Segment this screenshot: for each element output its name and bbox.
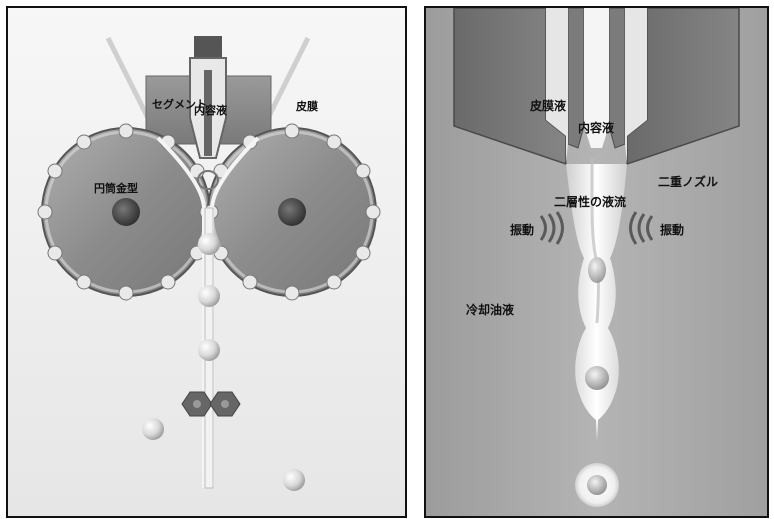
nozzle-cap: [194, 36, 222, 58]
label-cooling-oil: 冷却油液: [466, 302, 514, 317]
dropping-method-diagram-panel: 皮膜液 内容液 二重ノズル 二層性の液流 振動 振動 冷却油液: [424, 6, 769, 518]
label-film: 皮膜: [295, 99, 318, 113]
label-content: 内容液: [194, 103, 228, 117]
capsule-3: [198, 339, 220, 361]
cutter-left-center: [193, 400, 201, 408]
left-die-hub: [112, 198, 140, 226]
right-die-hub: [278, 198, 306, 226]
label-vibration-right: 振動: [660, 222, 684, 237]
capsule-released-1: [142, 418, 164, 440]
label-vibration-left: 振動: [510, 222, 534, 237]
core-bulge-1: [588, 257, 606, 283]
core-bulge-2: [585, 366, 609, 390]
label-film-liquid: 皮膜液: [529, 98, 566, 113]
rotary-die-diagram-panel: セグメント 内容液 皮膜 円筒金型: [6, 6, 407, 518]
capsule-2: [198, 285, 220, 307]
label-double-nozzle: 二重ノズル: [658, 174, 718, 189]
rotary-die-diagram: セグメント 内容液 皮膜 円筒金型: [8, 8, 405, 516]
capsule-released-2: [283, 469, 305, 491]
label-content-liquid: 内容液: [578, 120, 614, 135]
droplet-core: [587, 475, 607, 495]
label-mold: 円筒金型: [94, 181, 138, 195]
capsule-1: [198, 233, 220, 255]
dropping-method-diagram: 皮膜液 内容液 二重ノズル 二層性の液流 振動 振動 冷却油液: [426, 8, 767, 516]
cutter-right-center: [221, 400, 229, 408]
label-two-layer-flow: 二層性の液流: [554, 194, 626, 209]
